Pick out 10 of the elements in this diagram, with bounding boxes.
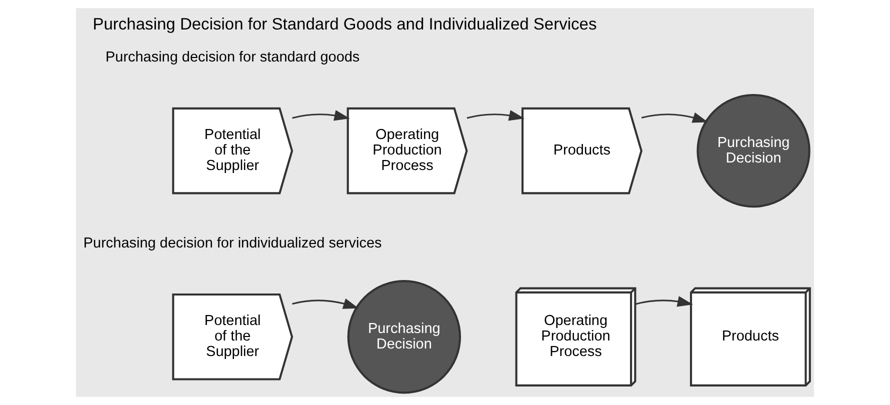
- node-circle: Purchasing Decision: [347, 280, 462, 394]
- label: Purchasing decision for standard goods: [106, 50, 360, 66]
- arrow: [466, 110, 525, 121]
- arrow: [635, 296, 693, 307]
- label: Purchasing decision for individualized services: [83, 236, 382, 252]
- arrow: [292, 110, 350, 121]
- diagram-title: Purchasing Decision for Standard Goods and Individualized Services: [92, 14, 597, 34]
- arrow: [641, 112, 708, 123]
- node-circle: Purchasing Decision: [696, 94, 810, 208]
- arrow: [292, 298, 359, 309]
